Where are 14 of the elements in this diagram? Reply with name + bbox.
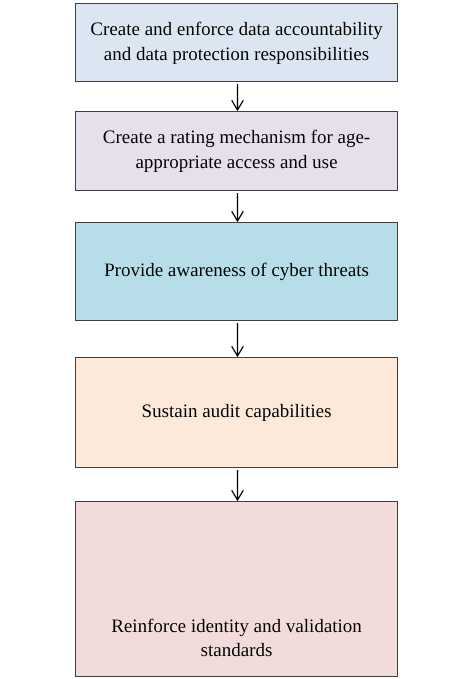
- box-text: Reinforce identity and validation standards: [110, 614, 363, 664]
- process-box: [75, 3, 398, 82]
- process-box: [75, 111, 398, 191]
- arrow: [230, 193, 244, 222]
- arrow: [230, 323, 244, 357]
- box-text: Sustain audit capabilities: [142, 400, 332, 424]
- process-box: [75, 501, 398, 677]
- arrow: [230, 84, 244, 111]
- arrow: [230, 470, 244, 501]
- process-box: [75, 222, 398, 321]
- process-box: [75, 357, 398, 468]
- box-text: Create a rating mechanism for age-appropriate access and use: [102, 126, 372, 175]
- box-text: Create and enforce data accountability and data protection responsibilities: [89, 18, 384, 66]
- box-text: Provide awareness of cyber threats: [104, 259, 369, 284]
